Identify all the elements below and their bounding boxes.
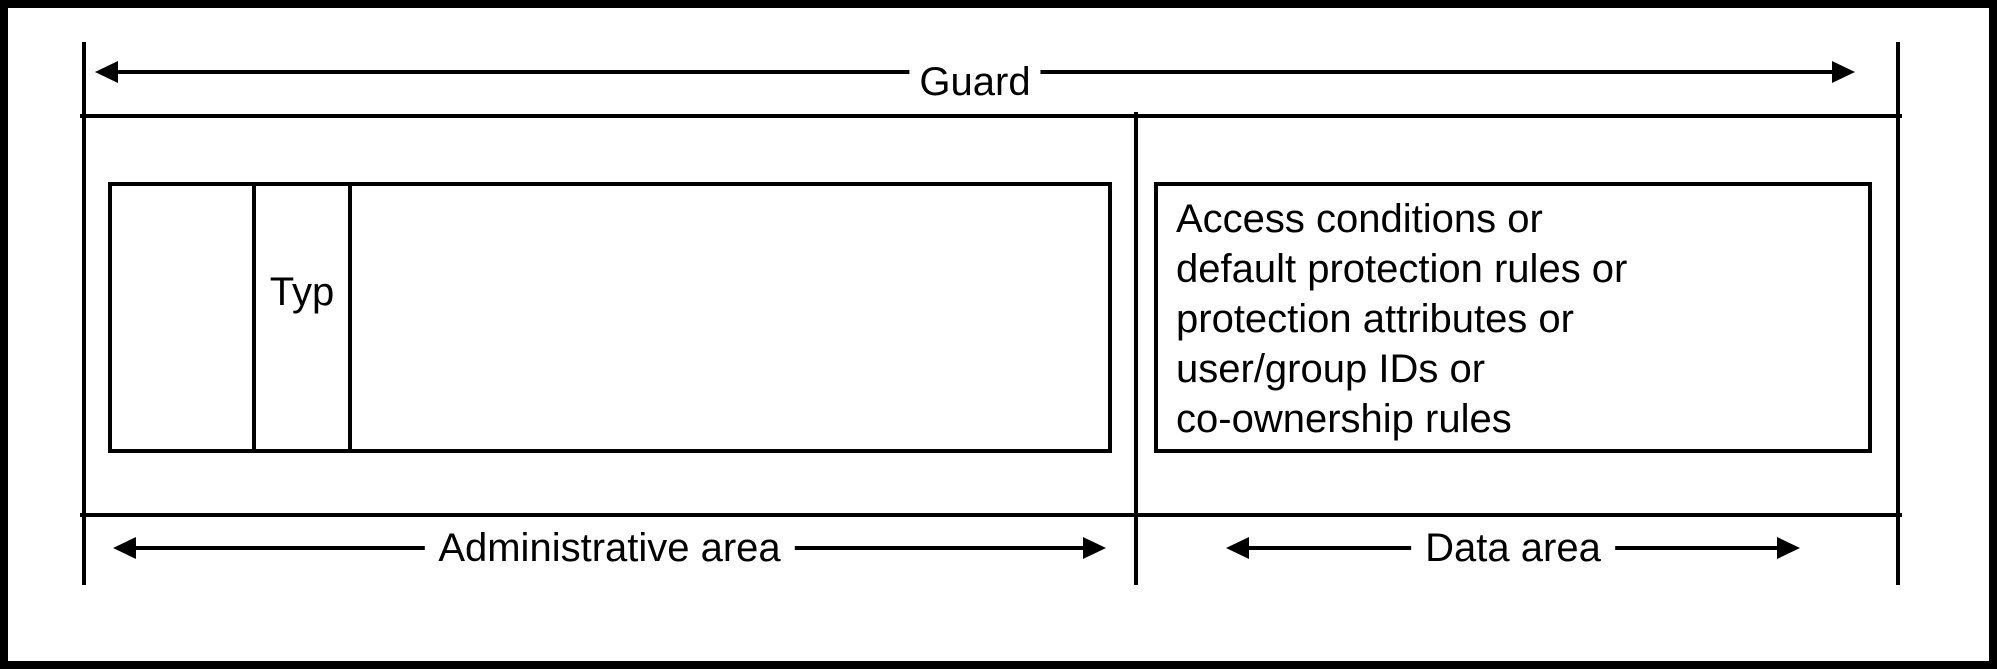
guard-region-top-line [80, 114, 1902, 118]
administrative-record-box: Typ [108, 182, 1112, 453]
arrowhead-left-icon [95, 61, 118, 83]
data-content-line: Access conditions or [1176, 197, 1543, 241]
data-content-line: default protection rules or [1176, 247, 1628, 291]
data-content-line: co-ownership rules [1176, 397, 1512, 441]
data-area-span-arrow: Data area [1226, 526, 1800, 570]
administrative-area-span-arrow: Administrative area [113, 526, 1106, 570]
guard-right-boundary-line [1896, 42, 1900, 585]
data-area-label: Data area [1411, 526, 1615, 570]
arrowhead-right-icon [1083, 537, 1106, 559]
arrowhead-left-icon [113, 537, 136, 559]
admin-data-divider-line [1134, 112, 1138, 585]
arrowhead-right-icon [1832, 61, 1855, 83]
data-content-box: Access conditions or default protection … [1154, 182, 1872, 453]
typ-cell-label: Typ [269, 270, 335, 314]
admin-cell-divider-2 [348, 186, 352, 449]
guard-span-arrow: Guard [95, 58, 1855, 104]
administrative-area-label: Administrative area [424, 526, 795, 570]
guard-region-bottom-line [80, 513, 1902, 517]
arrowhead-right-icon [1777, 537, 1800, 559]
guard-left-boundary-line [82, 42, 86, 585]
data-content-line: protection attributes or [1176, 297, 1574, 341]
arrowhead-left-icon [1226, 537, 1249, 559]
admin-cell-divider-1 [252, 186, 256, 449]
data-content-line: user/group IDs or [1176, 347, 1486, 391]
guard-label: Guard [909, 60, 1041, 104]
